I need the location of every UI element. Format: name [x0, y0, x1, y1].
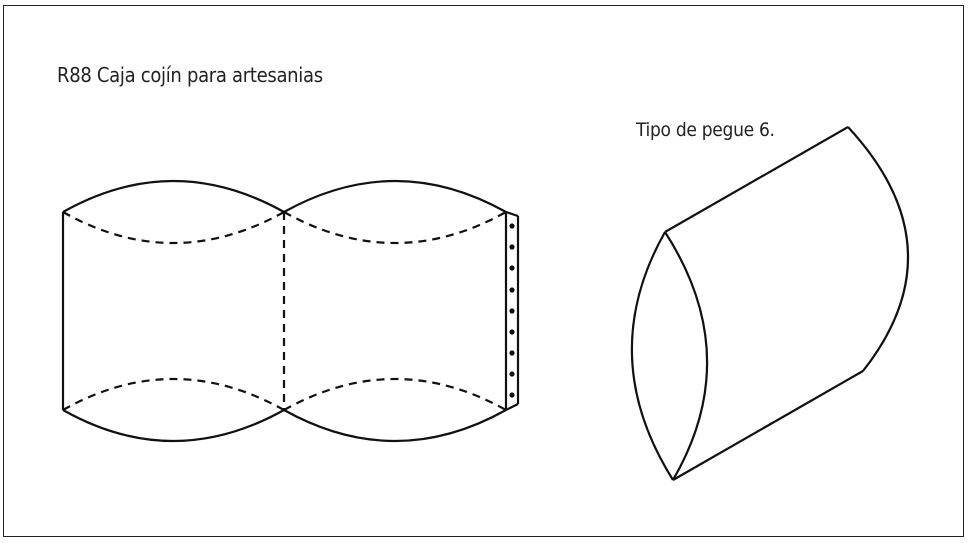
top-edge — [664, 126, 849, 233]
glue-dot — [509, 223, 515, 229]
top-left-arc — [62, 179, 285, 213]
glue-dot — [509, 308, 515, 314]
glue-flap-top-edge — [505, 210, 519, 218]
front-face-right-arc — [664, 231, 709, 481]
bottom-left-fold — [62, 377, 285, 411]
glue-dot — [509, 244, 515, 250]
front-face-left-arc — [630, 231, 674, 481]
fold-lines — [62, 211, 507, 411]
bottom-right-arc — [283, 409, 507, 443]
figure-title: R88 Caja cojín para artesanias — [57, 63, 323, 87]
glue-dot — [509, 265, 515, 271]
back-curve — [847, 126, 910, 372]
bottom-right-fold — [283, 377, 507, 411]
bottom-left-arc — [62, 409, 285, 443]
glue-flap-bottom-edge — [505, 403, 519, 411]
top-left-fold — [62, 211, 285, 245]
glue-type-label: Tipo de pegue 6. — [636, 119, 775, 141]
assembled-box — [630, 126, 910, 481]
glue-dots — [509, 223, 515, 398]
figure-frame — [3, 5, 964, 537]
glue-dot — [509, 329, 515, 335]
glue-dot — [509, 371, 515, 377]
top-right-fold — [283, 211, 507, 245]
glue-dot — [509, 392, 515, 398]
flat-template — [61, 179, 520, 443]
bottom-edge — [672, 370, 864, 481]
glue-dot — [509, 350, 515, 356]
glue-dot — [509, 287, 515, 293]
top-right-arc — [283, 179, 507, 213]
